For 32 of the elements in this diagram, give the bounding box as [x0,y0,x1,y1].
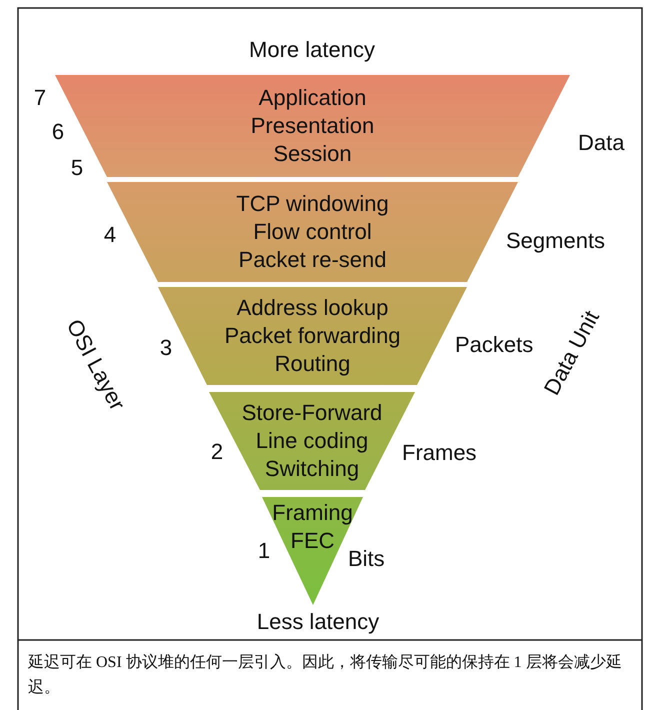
layer-function: Flow control [253,219,372,244]
layer-number: 5 [70,155,84,181]
layer-function: Framing [272,500,353,525]
layer-function: Line coding [256,428,368,453]
layer-function: Session [273,141,352,166]
layer-function: Packet re-send [238,247,386,272]
layer-function: Address lookup [236,295,388,320]
axis-label: Data Unit [539,306,605,400]
axis-label: More latency [249,37,375,63]
data-unit-label: Data [578,130,624,156]
data-unit-label: Packets [455,332,534,358]
data-unit-label: Bits [348,546,385,572]
layer-number: 6 [52,119,64,145]
layer-function: Presentation [250,113,374,138]
layer-function: Switching [264,456,360,481]
axis-label: Less latency [256,609,380,635]
layer-number: 3 [160,335,172,361]
layer-number: 4 [104,222,116,248]
layer-function: Store-Forward [242,400,382,425]
layer-function: Routing [274,351,350,376]
figure-caption: 延迟可在 OSI 协议堆的任何一层引入。因此，将传输尽可能的保持在 1 层将会减少延迟。 [28,652,623,698]
layer-number: 2 [210,439,224,465]
layer-function: Packet forwarding [224,323,401,348]
layer-function: Application [258,85,366,110]
layer-number: 7 [34,85,46,111]
axis-label: OSI Layer [61,315,131,415]
data-unit-label: Segments [506,228,606,254]
data-unit-label: Frames [402,440,477,466]
layer-function: TCP windowing [236,191,389,216]
layer-function: FEC [290,528,334,553]
layer-number: 1 [258,538,270,564]
pyramid-layer [55,75,570,177]
